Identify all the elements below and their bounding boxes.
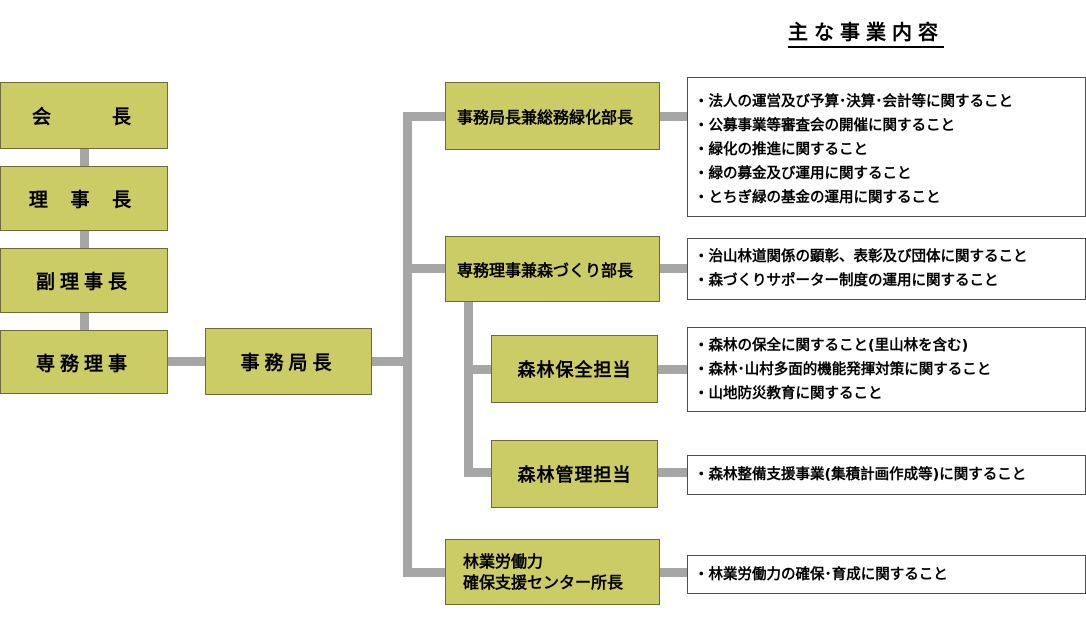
labor-center-box: 林業労働力 確保支援センター所長 xyxy=(445,539,660,605)
forest-management-duties: ・森林整備支援事業(集積計画作成等)に関すること xyxy=(687,455,1086,495)
forest-conservation-duties: ・森林の保全に関すること(里山林を含む) ・森林･山村多面的機能発揮対策に関する… xyxy=(687,327,1086,412)
connector-general-affairs-duties xyxy=(660,112,687,121)
duty-item: ・公募事業等審査会の開催に関すること xyxy=(694,118,955,134)
vice-chairman-label: 副理事長 xyxy=(35,271,132,293)
forest-creation-duties: ・治山林道関係の顕彰、表彰及び団体に関すること ・森づくりサポーター制度の運用に… xyxy=(687,238,1086,300)
forest-conservation-box: 森林保全担当 xyxy=(491,335,658,403)
duty-item: ・山地防災教育に関すること xyxy=(694,386,883,402)
secretary-general-label: 事務局長 xyxy=(240,352,337,374)
connector-forest-creation-duties xyxy=(660,264,687,273)
connector-to-forest-conservation xyxy=(464,365,491,374)
chairman-box: 理 事 長 xyxy=(0,166,168,231)
president-label-2: 長 xyxy=(112,106,137,128)
connector-forest-conservation-duties xyxy=(658,365,687,374)
executive-director-label: 専務理事 xyxy=(35,352,132,375)
page-title: 主な事業内容 xyxy=(788,16,944,48)
duty-item: ・とちぎ緑の基金の運用に関すること xyxy=(694,190,941,206)
connector-to-forest-creation xyxy=(403,264,445,273)
connector-vice-executive xyxy=(80,313,89,330)
forest-conservation-title: 森林保全担当 xyxy=(517,360,632,381)
sub-trunk-vertical-line xyxy=(464,302,473,477)
general-affairs-duties: ・法人の運営及び予算･決算･会計等に関すること ・公募事業等審査会の開催に関する… xyxy=(687,77,1086,217)
duty-item: ・緑の募金及び運用に関すること xyxy=(694,166,912,182)
connector-labor-center-duties xyxy=(660,568,687,577)
connector-forest-management-duties xyxy=(658,468,687,477)
forest-management-title: 森林管理担当 xyxy=(517,465,632,486)
executive-director-box: 専務理事 xyxy=(0,330,168,394)
duty-item: ・森林整備支援事業(集積計画作成等)に関すること xyxy=(694,467,1027,483)
duty-item: ・森林の保全に関すること(里山林を含む) xyxy=(694,338,969,354)
labor-center-title-line2: 確保支援センター所長 xyxy=(463,573,624,592)
connector-to-labor-center xyxy=(403,568,445,577)
general-affairs-title: 事務局長兼総務緑化部長 xyxy=(457,108,634,127)
forest-creation-title: 専務理事兼森づくり部長 xyxy=(457,261,634,280)
duty-item: ・緑化の推進に関すること xyxy=(694,142,868,158)
president-box: 会長 xyxy=(0,82,168,149)
general-affairs-box: 事務局長兼総務緑化部長 xyxy=(445,82,660,150)
labor-center-duties: ・林業労働力の確保･育成に関すること xyxy=(687,555,1086,594)
president-label-1: 会 xyxy=(31,106,56,128)
vice-chairman-box: 副理事長 xyxy=(0,248,168,313)
duty-item: ・法人の運営及び予算･決算･会計等に関すること xyxy=(694,94,1013,110)
connector-to-forest-management xyxy=(464,468,491,477)
labor-center-title-line1: 林業労働力 xyxy=(463,552,544,571)
forest-creation-box: 専務理事兼森づくり部長 xyxy=(445,236,660,302)
trunk-vertical-line xyxy=(403,112,412,577)
connector-to-general-affairs xyxy=(403,112,445,121)
connector-executive-secretary xyxy=(168,357,205,366)
chairman-label: 理 事 長 xyxy=(28,189,140,211)
connector-president-chairman xyxy=(80,149,89,166)
connector-secretary-trunk xyxy=(372,357,408,366)
secretary-general-box: 事務局長 xyxy=(205,328,372,395)
duty-item: ・治山林道関係の顕彰、表彰及び団体に関すること xyxy=(694,249,1028,265)
connector-chairman-vice xyxy=(80,231,89,248)
forest-management-box: 森林管理担当 xyxy=(491,440,658,508)
duty-item: ・林業労働力の確保･育成に関すること xyxy=(694,567,948,583)
duty-item: ・森林･山村多面的機能発揮対策に関すること xyxy=(694,362,992,378)
duty-item: ・森づくりサポーター制度の運用に関すること xyxy=(694,273,999,289)
